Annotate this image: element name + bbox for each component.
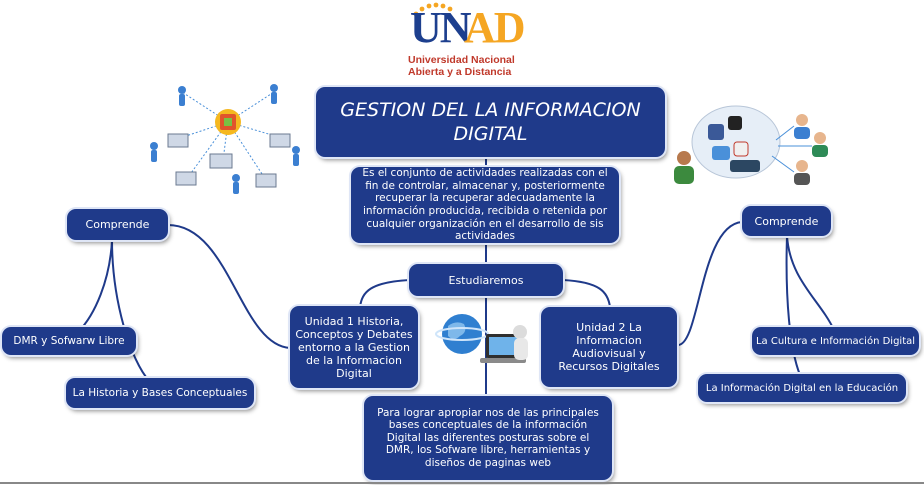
left-item-historia: La Historia y Bases Conceptuales [66, 378, 254, 408]
logo-line1: Universidad Nacional [408, 54, 515, 66]
logo-arc-icon [413, 2, 453, 17]
right-item-educacion: La Información Digital en la Educación [698, 374, 906, 402]
link-estudiaremos-unidad2 [562, 279, 611, 308]
title-node: GESTION DEL LA INFORMACION DIGITAL [316, 87, 665, 157]
bottom-border [0, 482, 924, 484]
globe-computer-icon [435, 314, 528, 363]
link-estudiaremos-unidad1 [359, 279, 411, 308]
left-comprende-node: Comprende [67, 209, 168, 240]
left-item-dmr: DMR y Sofwarw Libre [2, 327, 136, 355]
link-left-comprende-unidad1 [167, 224, 291, 349]
link-right-comprende-item1 [786, 235, 835, 331]
link-left-comprende-item2 [111, 239, 151, 383]
definition-node: Es el conjunto de actividades realizadas… [351, 167, 619, 243]
right-item-cultura: La Cultura e Información Digital [752, 327, 919, 355]
logo-un-text: UN [410, 3, 472, 52]
link-left-comprende-item1 [77, 239, 113, 333]
unad-logo: UN AD Universidad Nacional Abierta y a D… [402, 2, 536, 80]
logo-ad-text: AD [464, 3, 526, 52]
unidad2-node: Unidad 2 La Informacion Audiovisual y Re… [541, 307, 677, 387]
goal-node: Para lograr apropiar nos de las principa… [364, 396, 612, 480]
link-right-comprende-item2 [785, 235, 801, 376]
unidad1-node: Unidad 1 Historia, Conceptos y Debates e… [290, 306, 418, 388]
right-comprende-node: Comprende [742, 206, 831, 236]
estudiaremos-node: Estudiaremos [409, 264, 563, 296]
social-network-icon [674, 105, 828, 185]
link-right-comprende-unidad2 [677, 221, 743, 346]
network-diagram-icon [150, 84, 300, 194]
logo-line2: Abierta y a Distancia [408, 66, 512, 78]
